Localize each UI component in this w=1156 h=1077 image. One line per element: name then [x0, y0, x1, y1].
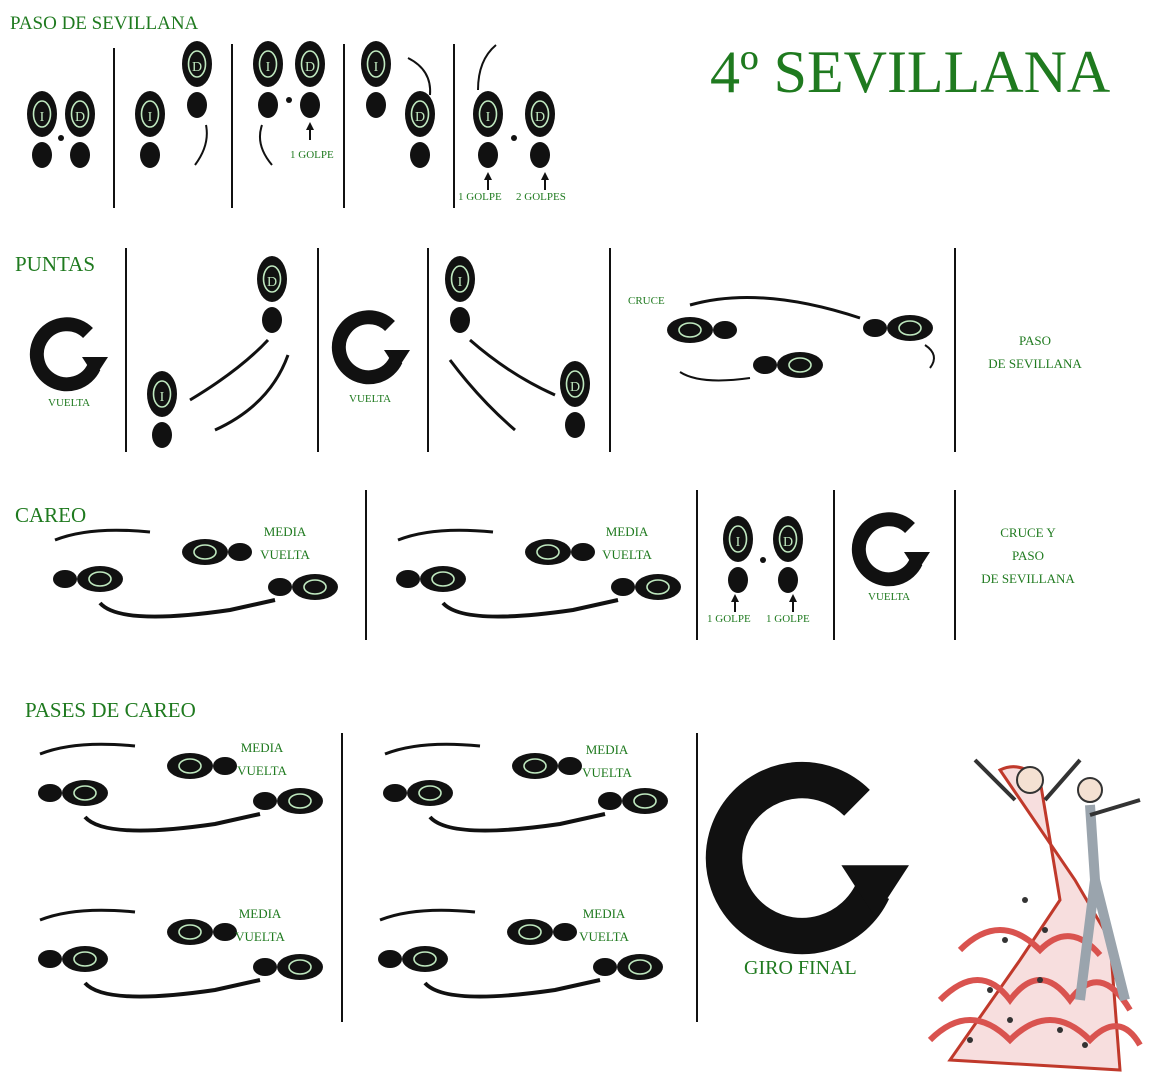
right-foot-letter: D: [305, 60, 315, 75]
left-foot-icon: [863, 315, 933, 341]
right-foot-icon: [65, 91, 95, 168]
left-foot-icon: [667, 317, 737, 343]
left-foot-icon: [253, 41, 283, 118]
right-foot-icon: [182, 41, 212, 118]
left-foot-icon: [473, 91, 503, 168]
note-line: MEDIA: [597, 521, 657, 544]
right-foot-icon: [295, 41, 325, 118]
note-line: MEDIA: [574, 903, 634, 926]
note-line: VUELTA: [255, 544, 315, 567]
right-foot-icon: [773, 516, 803, 593]
media-vuelta-label: MEDIA VUELTA: [577, 739, 637, 785]
right-foot-letter: D: [535, 110, 545, 125]
careo-row-art: [53, 490, 955, 640]
vuelta-label: VUELTA: [48, 398, 90, 409]
flamenco-dancers-illustration: [930, 760, 1140, 1070]
right-foot-letter: D: [75, 110, 85, 125]
note-line: MEDIA: [230, 903, 290, 926]
right-foot-letter: D: [192, 60, 202, 75]
vuelta-label: VUELTA: [868, 592, 910, 603]
note-line: VUELTA: [597, 544, 657, 567]
right-foot-letter: D: [415, 110, 425, 125]
vuelta-rotation-icon: [37, 324, 108, 384]
left-foot-letter: I: [374, 60, 379, 75]
note-line: PASO: [985, 330, 1085, 353]
golpe-label: 1 GOLPE: [458, 192, 502, 203]
note-line: MEDIA: [255, 521, 315, 544]
vuelta-rotation-icon: [859, 519, 930, 579]
note-line: VUELTA: [232, 760, 292, 783]
note-line: VUELTA: [574, 926, 634, 949]
left-foot-icon: [135, 91, 165, 168]
giro-final-rotation-icon: [724, 780, 909, 936]
cruce-paso-note: CRUCE Y PASO DE SEVILLANA: [978, 522, 1078, 590]
note-line: DE SEVILLANA: [985, 353, 1085, 376]
note-line: MEDIA: [232, 737, 292, 760]
media-vuelta-label: MEDIA VUELTA: [255, 521, 315, 567]
golpe-label: 1 GOLPE: [707, 614, 751, 625]
golpe-label: 1 GOLPE: [766, 614, 810, 625]
right-foot-icon: [405, 91, 435, 168]
media-vuelta-label: MEDIA VUELTA: [597, 521, 657, 567]
right-foot-letter: D: [783, 535, 793, 550]
page-title: 4º SEVILLANA: [710, 42, 1110, 102]
giro-final-label: GIRO FINAL: [744, 958, 857, 978]
left-foot-letter: I: [458, 275, 463, 290]
right-foot-letter: D: [267, 275, 277, 290]
note-line: DE SEVILLANA: [978, 568, 1078, 591]
section-heading-paso: PASO DE SEVILLANA: [10, 14, 198, 33]
section-heading-careo: CAREO: [15, 505, 86, 526]
right-foot-icon: [753, 352, 823, 378]
right-foot-icon: [525, 91, 555, 168]
section-heading-pases: PASES DE CAREO: [25, 700, 196, 721]
left-foot-icon: [723, 516, 753, 593]
right-foot-icon: [560, 361, 590, 438]
vuelta-label: VUELTA: [349, 394, 391, 405]
left-foot-letter: I: [266, 60, 271, 75]
left-foot-letter: I: [160, 390, 165, 405]
left-foot-letter: I: [736, 535, 741, 550]
golpe-label: 1 GOLPE: [290, 150, 334, 161]
right-foot-letter: D: [570, 380, 580, 395]
left-foot-icon: [445, 256, 475, 333]
left-foot-icon: [147, 371, 177, 448]
media-vuelta-label: MEDIA VUELTA: [574, 903, 634, 949]
section-heading-puntas: PUNTAS: [15, 254, 95, 275]
right-foot-icon: [257, 256, 287, 333]
left-foot-letter: I: [40, 110, 45, 125]
note-line: MEDIA: [577, 739, 637, 762]
left-foot-letter: I: [148, 110, 153, 125]
left-foot-letter: I: [486, 110, 491, 125]
note-line: CRUCE Y: [978, 522, 1078, 545]
media-vuelta-label: MEDIA VUELTA: [232, 737, 292, 783]
note-line: VUELTA: [577, 762, 637, 785]
golpe-label: 2 GOLPES: [516, 192, 566, 203]
cruce-label: CRUCE: [628, 296, 665, 307]
vuelta-rotation-icon: [339, 317, 410, 377]
paso-sevillana-note: PASO DE SEVILLANA: [985, 330, 1085, 376]
left-foot-icon: [361, 41, 391, 118]
paso-row-art: [27, 41, 555, 208]
left-foot-icon: [27, 91, 57, 168]
puntas-row-art: [37, 248, 955, 452]
media-vuelta-label: MEDIA VUELTA: [230, 903, 290, 949]
note-line: VUELTA: [230, 926, 290, 949]
note-line: PASO: [978, 545, 1078, 568]
